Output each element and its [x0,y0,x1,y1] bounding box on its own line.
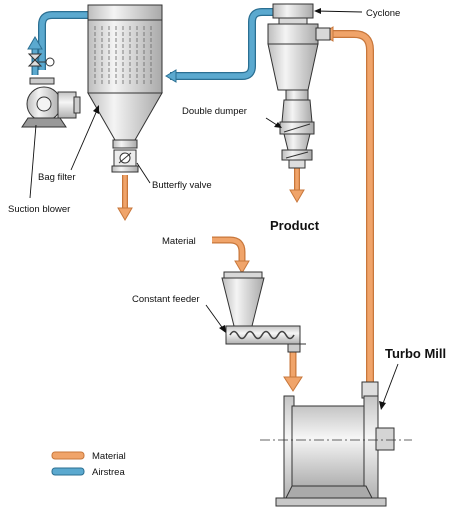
label-cyclone: Cyclone [366,8,400,19]
label-turbo-mill: Turbo Mill [385,346,446,361]
material-arrow-product [289,189,305,203]
cyclone [267,3,331,91]
butterfly-valve [111,149,139,173]
suction-blower [21,53,81,128]
legend-swatch-material [51,451,85,460]
material-pipe-mill-to-cyclone [330,30,374,392]
legend-label-material: Material [92,451,126,462]
airstream-pipe-cyclone-to-filter [170,8,273,80]
double-damper [279,89,315,169]
label-constant-feeder: Constant feeder [132,294,200,305]
feeder-screw [229,330,295,340]
material-arrow-into-feeder [234,260,250,274]
material-arrow-filter-discharge [117,207,133,221]
material-pipes [122,30,374,392]
constant-feeder [221,271,306,353]
airstream-arrow-to-filter [165,69,177,83]
bag-filter-bags [94,26,152,86]
material-arrow-to-mill [283,376,303,392]
label-material: Material [162,236,196,247]
bag-filter [87,4,163,149]
airstream-exhaust-arrow [27,36,43,50]
label-double-damper: Double dumper [182,106,247,117]
turbo-mill [260,381,412,507]
label-suction-blower: Suction blower [8,204,70,215]
label-butterfly-valve: Butterfly valve [152,180,212,191]
legend-swatch-airstream [51,467,85,476]
label-product: Product [270,218,320,233]
label-bag-filter: Bag filter [38,172,76,183]
legend: Material Airstrea [51,451,126,478]
legend-label-airstream: Airstrea [92,467,125,478]
